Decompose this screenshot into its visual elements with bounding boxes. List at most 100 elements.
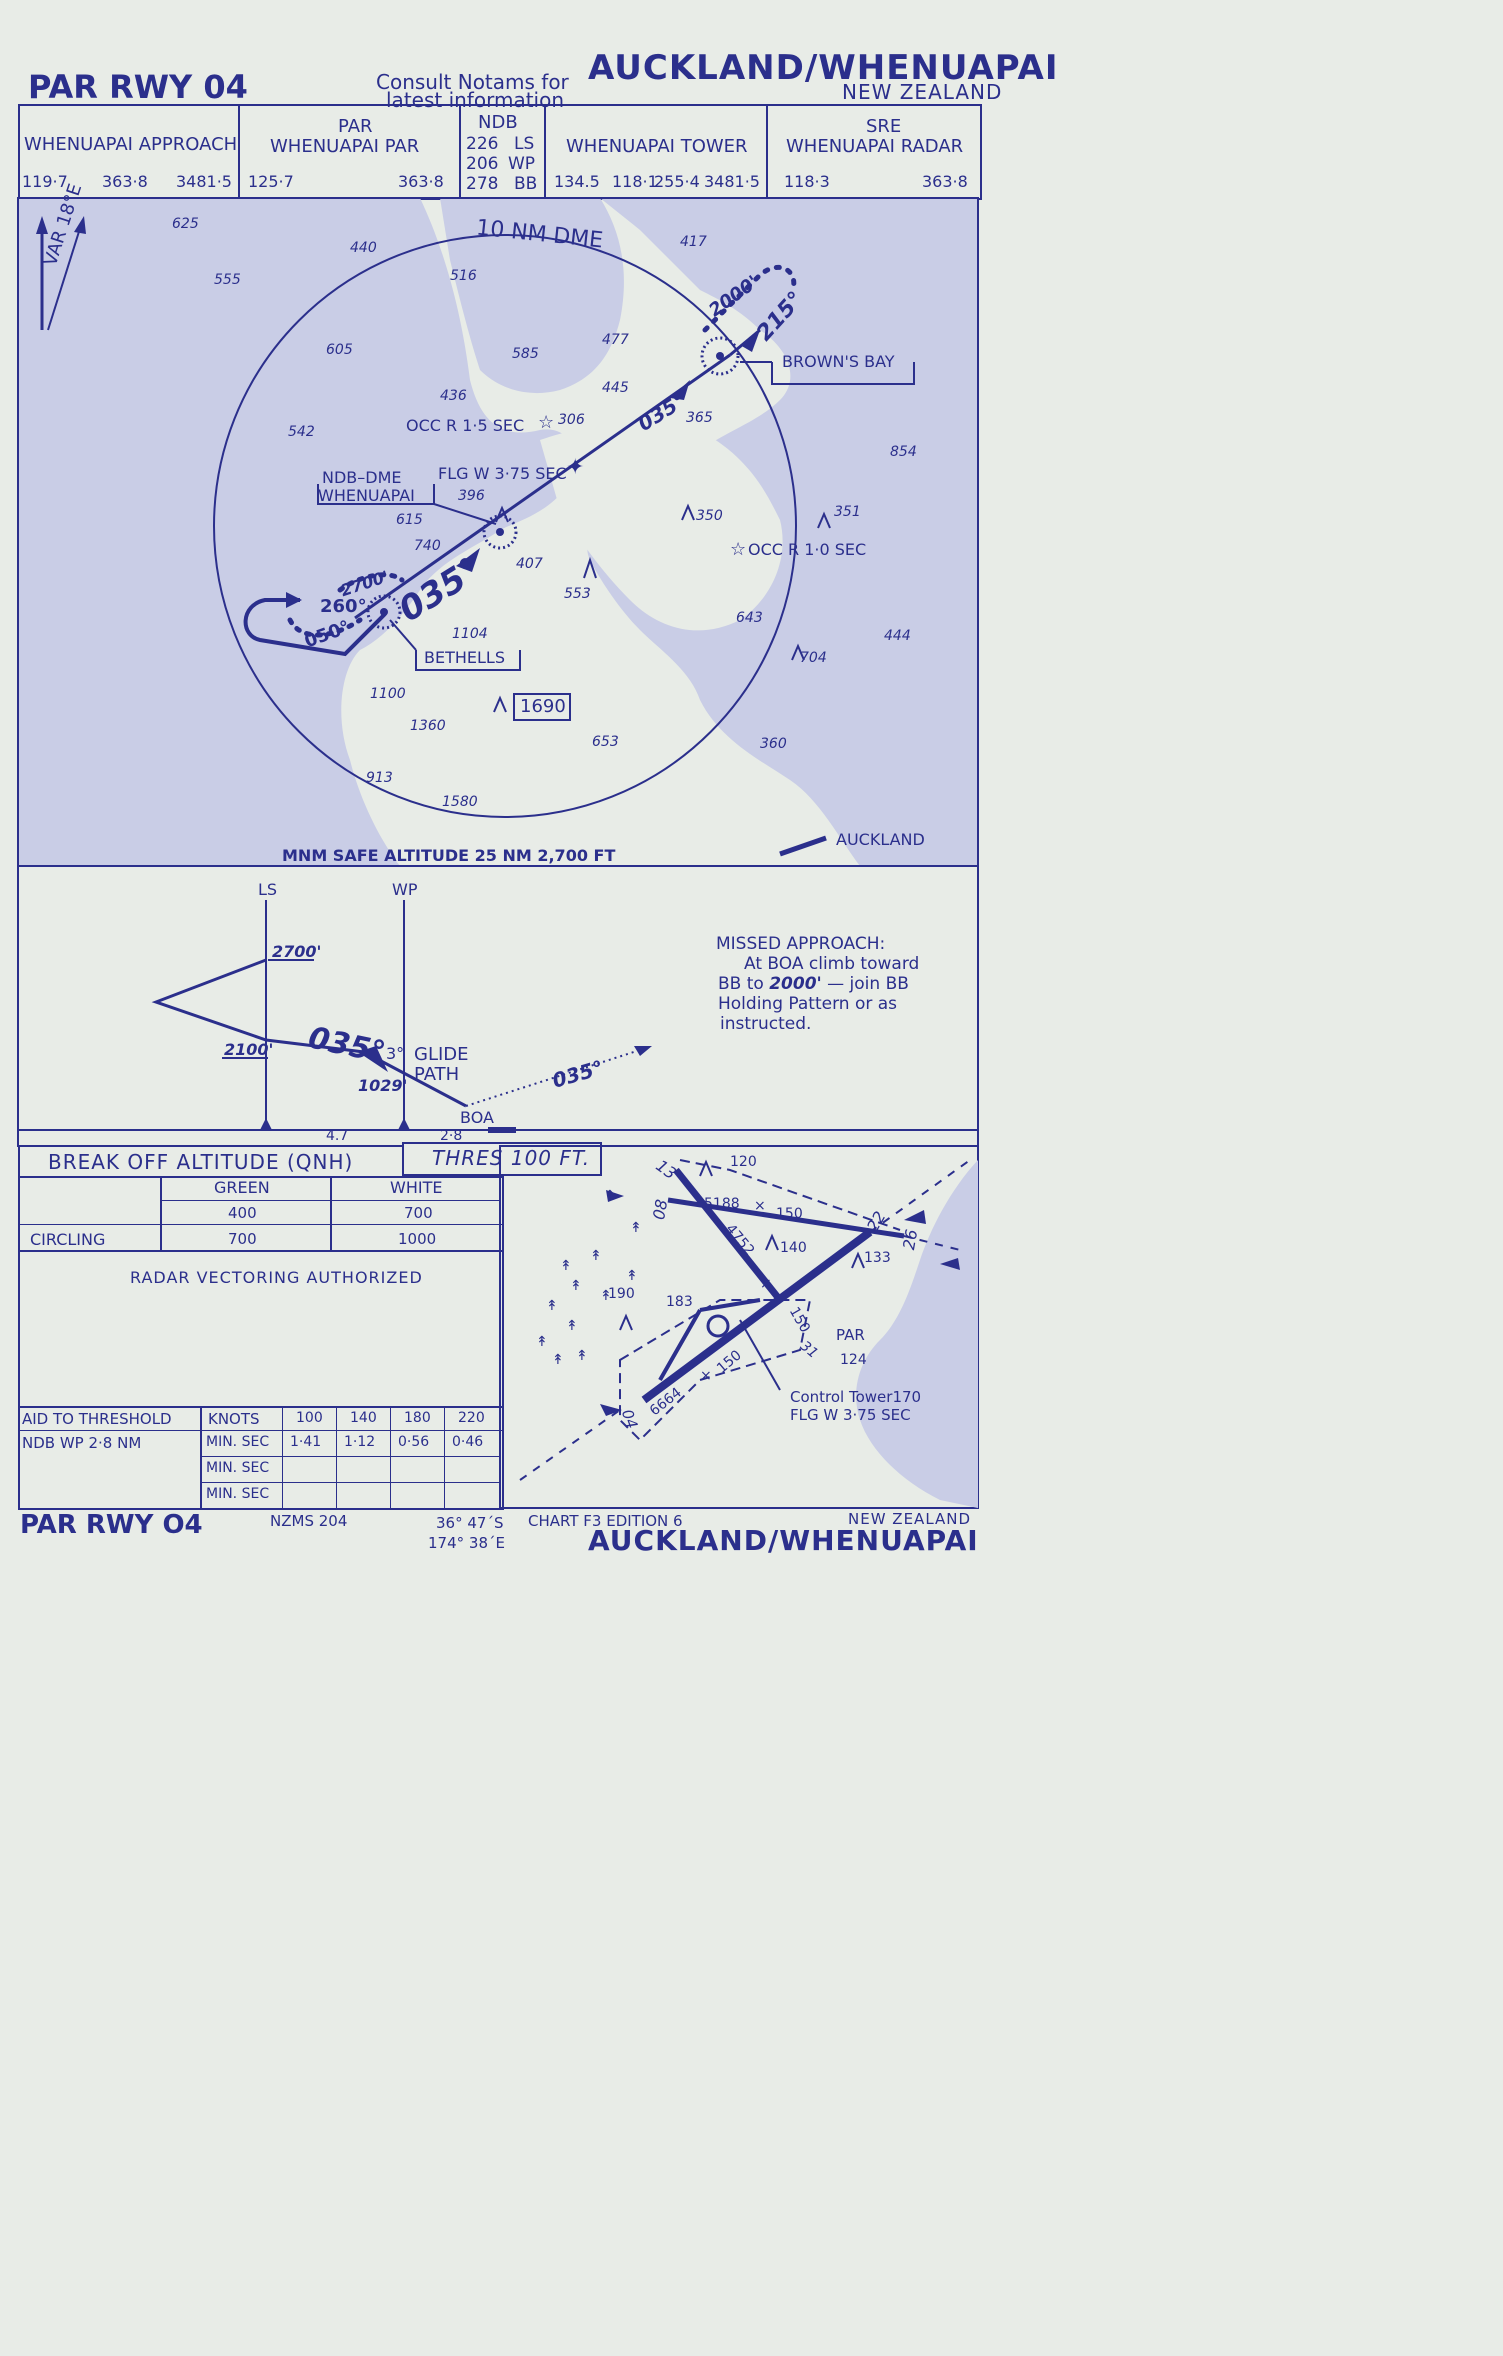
land-north <box>440 198 624 394</box>
comm-par-title: WHENUAPAI PAR <box>270 136 420 157</box>
timing-row-3-unit: MIN. SEC <box>206 1486 270 1502</box>
bb-holding-pattern <box>702 264 797 333</box>
header-location: AUCKLAND/WHENUAPAI <box>588 48 1059 88</box>
tree-icon: ↟ ↟ ↟ ↟ ↟ ↟ ↟ ↟ ↟ ↟ ↟ ↟ <box>536 1188 642 1368</box>
auckland-label: AUCKLAND <box>836 830 925 849</box>
comm-approach-title: WHENUAPAI APPROACH <box>24 134 238 155</box>
minima-white-2: 1000 <box>398 1230 437 1248</box>
msa-label: MNM SAFE ALTITUDE 25 NM 2,700 FT <box>282 846 616 865</box>
spot-396: 396 <box>458 488 485 504</box>
alt-1029-label: 1029' <box>358 1076 408 1095</box>
magnetic-north-arrow-icon <box>74 216 86 234</box>
thres-label: THRES 100 FT. <box>432 1146 591 1170</box>
inbound-track <box>354 353 731 620</box>
footer-chart-ref: NZMS 204 <box>270 1512 348 1530</box>
comm-ndb-top: NDB <box>478 112 518 133</box>
aid-header: AID TO THRESHOLD <box>22 1410 172 1428</box>
spot-365: 365 <box>686 410 713 426</box>
comm-ndb-wp-freq: 206 <box>466 154 499 174</box>
rwy-26-label: 26 <box>899 1227 922 1252</box>
spot-653: 653 <box>592 734 619 750</box>
timing-row-1-aid: NDB WP 2·8 NM <box>22 1434 142 1452</box>
star-icon-351: ☆ <box>730 539 746 560</box>
bethells-holding-pattern <box>243 598 387 657</box>
speed-100: 100 <box>296 1410 323 1426</box>
spot-306: 306 <box>558 412 585 428</box>
radar-vectoring: RADAR VECTORING AUTHORIZED <box>130 1268 423 1287</box>
rwy-long-width: 150 <box>776 1206 803 1222</box>
svg-text:↟: ↟ <box>552 1352 564 1368</box>
track-arrow-icon <box>670 380 690 400</box>
timing-row-1-t100: 1·41 <box>290 1434 322 1450</box>
comm-tower-freq-1: 134.5 <box>554 172 600 191</box>
svg-text:↟: ↟ <box>576 1348 588 1364</box>
profile-path <box>151 958 467 1108</box>
elev-133: 133 <box>864 1250 891 1266</box>
missed-arrow-icon <box>634 1046 652 1056</box>
profile-arrow-icon <box>358 1046 388 1072</box>
comm-sre-top: SRE <box>866 116 902 137</box>
footer-lat: 36° 47´S <box>436 1514 504 1532</box>
spot-553: 553 <box>564 586 591 602</box>
elev-190: 190 <box>608 1286 635 1302</box>
spot-740: 740 <box>414 538 441 554</box>
ndb-dme-label-1: NDB–DME <box>322 468 402 487</box>
spot-854: 854 <box>890 444 917 460</box>
missed-approach-line-4: instructed. <box>720 1014 812 1034</box>
spot-605: 605 <box>326 342 353 358</box>
footer-location: AUCKLAND/WHENUAPAI <box>588 1524 979 1557</box>
rwy-main-x: × <box>700 1368 712 1384</box>
rwy-diag-x: × <box>760 1276 772 1292</box>
spot-1104: 1104 <box>452 626 488 642</box>
tower-label-1: Control Tower170 <box>790 1388 922 1406</box>
star-icon-306: ☆ <box>538 412 554 433</box>
svg-text:↟: ↟ <box>546 1298 558 1314</box>
spot-360: 360 <box>760 736 787 752</box>
comm-ndb-ls-id: LS <box>514 134 535 154</box>
glide-degree: 3° <box>386 1044 405 1063</box>
spot-516: 516 <box>450 268 477 284</box>
missed-approach-line-2: BB to 2000' — join BB <box>718 974 909 994</box>
flg-light: FLG W 3·75 SEC <box>438 464 567 483</box>
white-header: WHITE <box>390 1178 443 1197</box>
notice-line-2: latest information <box>386 88 565 112</box>
wp-marker-icon <box>398 1118 410 1130</box>
footer-title: PAR RWY O4 <box>20 1510 203 1540</box>
harbour <box>540 420 783 631</box>
comm-tower-freq-4: 3481·5 <box>704 172 760 191</box>
speed-140: 140 <box>350 1410 377 1426</box>
missed-approach-line-1: At BOA climb toward <box>744 954 920 974</box>
boxed-elevation: 1690 <box>520 696 566 717</box>
ls-label: LS <box>258 880 278 899</box>
comm-par-top: PAR <box>338 116 373 137</box>
missed-approach-path <box>465 1049 641 1107</box>
svg-text:↟: ↟ <box>566 1318 578 1334</box>
spot-542: 542 <box>288 424 315 440</box>
wp-label: WP <box>392 880 418 899</box>
spot-407: 407 <box>516 556 543 572</box>
spot-704: 704 <box>800 650 827 666</box>
comm-radar-title: WHENUAPAI RADAR <box>786 136 964 157</box>
land-east <box>587 198 978 866</box>
missed-approach-title: MISSED APPROACH: <box>716 934 886 954</box>
rwy-08-label: 08 <box>649 1197 672 1222</box>
boa-title: BREAK OFF ALTITUDE (QNH) <box>48 1150 354 1174</box>
star-icon-flg: ✦ <box>566 455 584 480</box>
comm-ndb-bb-freq: 278 <box>466 174 499 194</box>
control-tower-icon <box>706 1314 730 1338</box>
svg-text:↟: ↟ <box>536 1334 548 1350</box>
spot-444: 444 <box>884 628 911 644</box>
spot-585: 585 <box>512 346 539 362</box>
ls-marker-icon <box>260 1118 272 1130</box>
comm-par-freq-1: 125·7 <box>248 172 294 191</box>
glide-path-2: PATH <box>414 1064 460 1085</box>
rwy-long-x: × <box>754 1198 766 1214</box>
inbound-arrow-icon <box>456 548 480 572</box>
comm-ndb-wp-id: WP <box>508 154 536 174</box>
spot-615: 615 <box>396 512 423 528</box>
rwy-long-length: 5188 <box>704 1196 740 1212</box>
occ-light-2: OCC R 1·0 SEC <box>748 540 867 559</box>
